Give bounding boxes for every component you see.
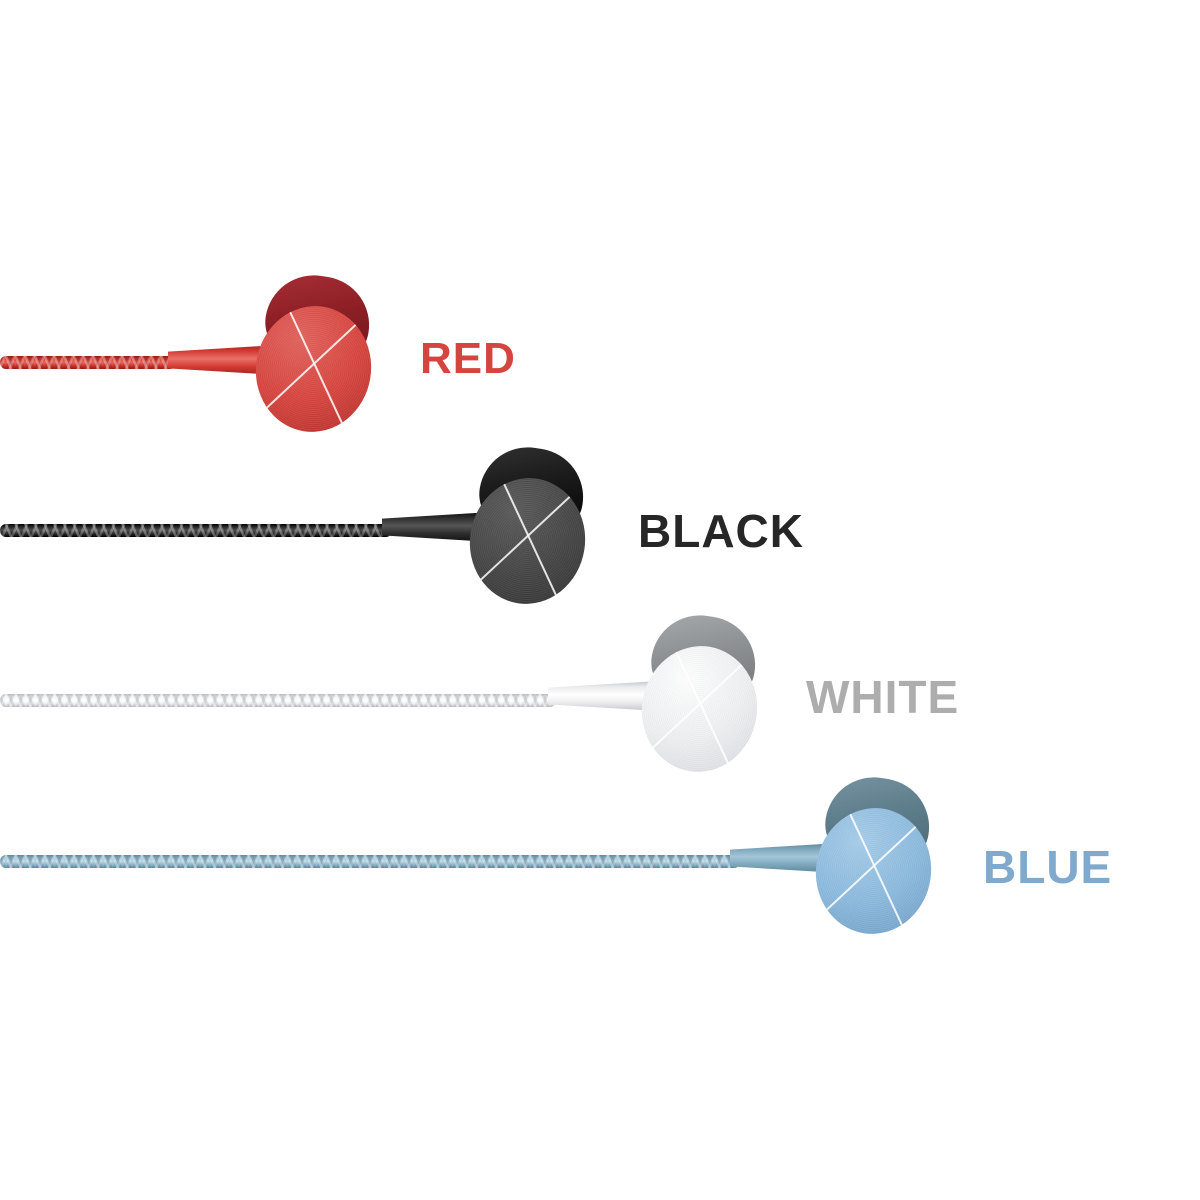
cable-braid-texture-red	[0, 356, 176, 369]
cable-white	[0, 694, 556, 707]
earbud-red	[246, 268, 382, 441]
cable-red	[0, 356, 176, 369]
cable-black	[0, 524, 392, 537]
color-label-black: BLACK	[638, 505, 804, 557]
color-label-red: RED	[420, 334, 516, 383]
earbud-blue	[806, 770, 942, 943]
cable-braid-texture-white	[0, 694, 556, 707]
color-label-blue: BLUE	[983, 841, 1113, 893]
earbud-white	[632, 608, 768, 781]
color-label-white: WHITE	[806, 671, 960, 723]
cable-braid-texture-black	[0, 524, 392, 537]
earbud-black	[460, 440, 596, 613]
cable-blue	[0, 855, 740, 868]
cable-braid-texture-blue	[0, 855, 740, 868]
